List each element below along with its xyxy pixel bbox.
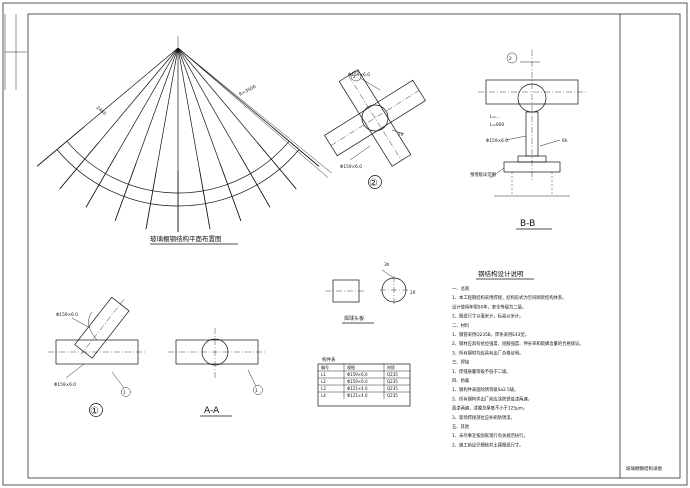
table-cell: Q235 [387,379,398,384]
plan-view: R=3500 2440 玻璃棚钢结构平面布置图 [36,36,332,245]
note-line: 五、其他 [452,423,470,430]
detail2-label-circle [368,175,382,189]
note-line: 3、所有钢材均应具有出厂合格证明。 [452,349,523,356]
joint-head-label: 焊球头板 [344,315,364,322]
aa-tag: 1 [255,388,258,394]
note-line: 2、施工前应仔细核对土建图纸尺寸。 [452,441,523,448]
design-notes: 钢结构设计说明 一、总则1、本工程钢结构采用焊接，结构形式为空间网架结构体系。 … [452,269,584,448]
bb-label2: L=600 [490,122,504,128]
table-cell: L4 [321,393,326,398]
aa-tag-circle [253,385,263,395]
note-line: 设计使用年限50年，安全等级为二级。 [452,303,526,310]
plan-rib-end [85,154,117,208]
detail2-pipe2: Φ159×6.0 [340,164,362,170]
bb-top-tag: 2 [509,56,512,62]
detail1-tag: 1 [123,390,126,396]
detail1-pipe2: Φ159×6.0 [54,382,76,388]
plan-rib-end [256,141,297,190]
table-title: 构件表 [322,356,336,363]
bb-top-tag-circle [506,52,518,64]
bb-plate: 预埋板详见图 [470,171,496,178]
note-line: 2、所有钢构件出厂前应涂防锈底漆两遍， [452,395,532,402]
table-cell: Q235 [387,372,398,377]
plan-dim-line [177,47,332,174]
note-line: 四、防腐 [452,377,470,384]
note-line: 二、材料 [452,322,470,329]
note-line: 1、钢构件表面除锈等级Sa2.5级。 [452,386,519,393]
detail1-tag-circle [121,387,131,397]
notes-title: 钢结构设计说明 [478,269,524,278]
table-cell: Φ159×6.0 [347,379,368,384]
plan-rib-end [199,169,211,230]
note-line: 2、图纸尺寸以毫米计，标高以米计。 [452,313,523,320]
note-line: 三、焊接 [452,359,470,366]
detail2-weld: 7h [398,132,404,138]
plan-rib-end [271,126,320,167]
joint-weld: 3h [384,262,390,268]
table-cell: Q235 [387,386,398,391]
detail1-pipe1: Φ159×6.0 [56,312,78,318]
note-line: 1、钢管采用Q235B，焊条采用E43型。 [452,331,529,338]
note-line: 3、现场焊接部位应补刷防锈漆。 [452,414,515,421]
plan-rib-end [36,126,85,167]
table-header-cell: 编号 [321,364,329,370]
note-line: 面漆两遍，漆膜总厚度不小于125μm。 [452,405,527,412]
detail-1: Φ159×6.0 Φ159×6.0 1 ① [48,296,146,417]
detail1-label-circle [89,403,103,417]
note-line: 1、未尽事宜按国家现行有关规范执行。 [452,432,528,439]
detail1-label: ① [90,406,99,417]
table-cell: L2 [321,379,326,384]
plan-dim-label-2: 2440 [95,105,108,117]
detail2-tag-circle [350,70,362,82]
table-cell: Φ121×4.0 [347,393,368,398]
note-line: 2、钢材应具有抗拉强度、屈服强度、伸长率和硫磷含量的合格保证。 [452,340,584,347]
note-line: 1、焊缝质量等级不低于二级。 [452,368,511,375]
plan-rib-end [219,163,242,222]
plan-rib-end [145,169,157,230]
detail2-tag: 2 [353,74,356,80]
note-line: 1、本工程钢结构采用焊接，结构形式为空间网架结构体系。 [452,294,566,301]
plan-rib-end [59,141,100,190]
detail-2: Φ159×6.0 Φ159×6.0 7h 2 ② [324,69,426,189]
joint-head-detail: 3h 20 焊球头板 [325,262,416,324]
table-header-cell: 材质 [387,364,395,370]
table-cell: L1 [321,372,326,377]
section-bb-label: B-B [520,219,535,229]
plan-dim-label: R=3500 [238,84,257,98]
table-cell: Φ159×6.0 [347,372,368,377]
plan-dim-line [177,47,328,178]
table-cell: L3 [321,386,326,391]
joint-dim: 20 [410,290,416,296]
detail2-label: ② [369,178,378,189]
bb-pipe: Φ159×6.0 [486,138,508,144]
detail2-pipe1: Φ159×6.0 [348,72,370,78]
section-aa-label: A-A [204,406,220,416]
plan-rib-end [114,163,137,222]
plan-title: 玻璃棚钢结构平面布置图 [150,234,222,243]
table-cell: Q235 [387,393,398,398]
inner-border [27,13,681,479]
section-aa: 1 A-A [168,328,266,417]
table-cell: Φ121×4.0 [347,386,368,391]
bb-label1: L=... [490,114,500,120]
note-line: 一、总则 [452,285,469,292]
section-bb: 2 Φ159×6.0 L=... L=600 6h 预埋板详见图 B-B [470,50,586,230]
table-header-cell: 规格 [347,364,355,370]
titleblock-text: 玻璃棚钢结构详图 [626,465,662,472]
bb-weld: 6h [562,138,568,144]
plan-rib-end [239,154,271,208]
